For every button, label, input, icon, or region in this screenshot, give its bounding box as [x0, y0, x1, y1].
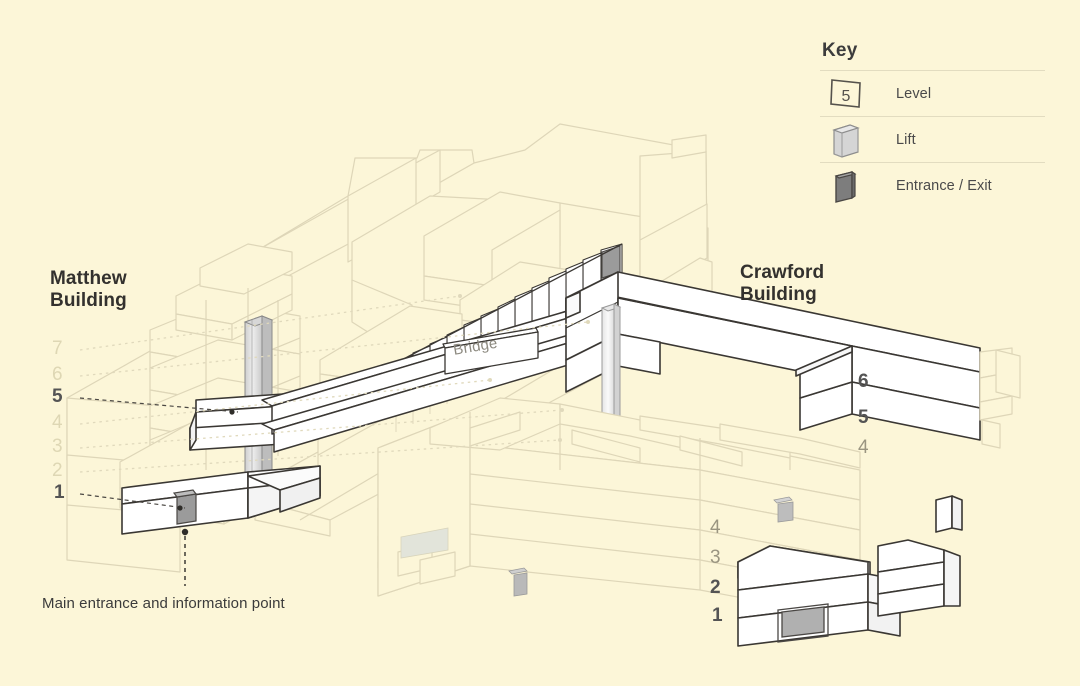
lower-right-level-2[interactable]: 2 [710, 577, 721, 598]
key-icon-lift [820, 120, 896, 160]
level-plate-icon: 5 [830, 78, 861, 108]
main-entrance-note: Main entrance and information point [42, 595, 285, 612]
key-title: Key [822, 40, 858, 61]
matthew-level-4[interactable]: 4 [52, 412, 63, 433]
crawford-level-6[interactable]: 6 [858, 371, 869, 392]
key-icon-entrance [820, 166, 896, 206]
entrance-block-icon [834, 170, 857, 203]
key-label-level: Level [896, 85, 932, 102]
matthew-level-6[interactable]: 6 [52, 364, 63, 385]
key-panel: Key 5 Level Lift [820, 40, 1045, 208]
building-title-matthew: Matthew Building [50, 268, 127, 312]
south-block-markers [400, 496, 794, 597]
matthew-level-7[interactable]: 7 [52, 338, 63, 359]
crawford-building-mass [565, 271, 981, 441]
main-entrance-leader [181, 528, 189, 586]
crawford-level-5[interactable]: 5 [858, 407, 869, 428]
matthew-level-3[interactable]: 3 [52, 436, 63, 457]
key-row-entrance: Entrance / Exit [820, 162, 1045, 208]
lift-shaft-icon [832, 123, 860, 158]
key-row-lift: Lift [820, 116, 1045, 162]
matthew-level5-slab [189, 393, 284, 451]
lower-right-level-3[interactable]: 3 [710, 547, 721, 568]
lift-shaft-crawford [600, 303, 622, 425]
entrance-block-lower-right [777, 603, 829, 643]
matthew-level-1[interactable]: 1 [54, 482, 65, 503]
entrance-block-matthew [172, 489, 198, 525]
key-label-lift: Lift [896, 131, 916, 148]
key-row-level: 5 Level [820, 70, 1045, 116]
level-plate-value: 5 [842, 88, 851, 105]
lower-right-level-4[interactable]: 4 [710, 517, 721, 538]
matthew-level-5[interactable]: 5 [52, 386, 63, 407]
crawford-level-4[interactable]: 4 [858, 437, 869, 458]
building-title-crawford: Crawford Building [740, 262, 825, 306]
matthew-level-leaders [79, 294, 590, 511]
lower-right-level-1[interactable]: 1 [712, 605, 723, 626]
key-label-entrance: Entrance / Exit [896, 177, 992, 194]
crawford-faint-extension [979, 347, 1021, 449]
matthew-level-2[interactable]: 2 [52, 460, 63, 481]
key-icon-level: 5 [820, 76, 896, 112]
bridge-sign-plate [442, 327, 539, 375]
